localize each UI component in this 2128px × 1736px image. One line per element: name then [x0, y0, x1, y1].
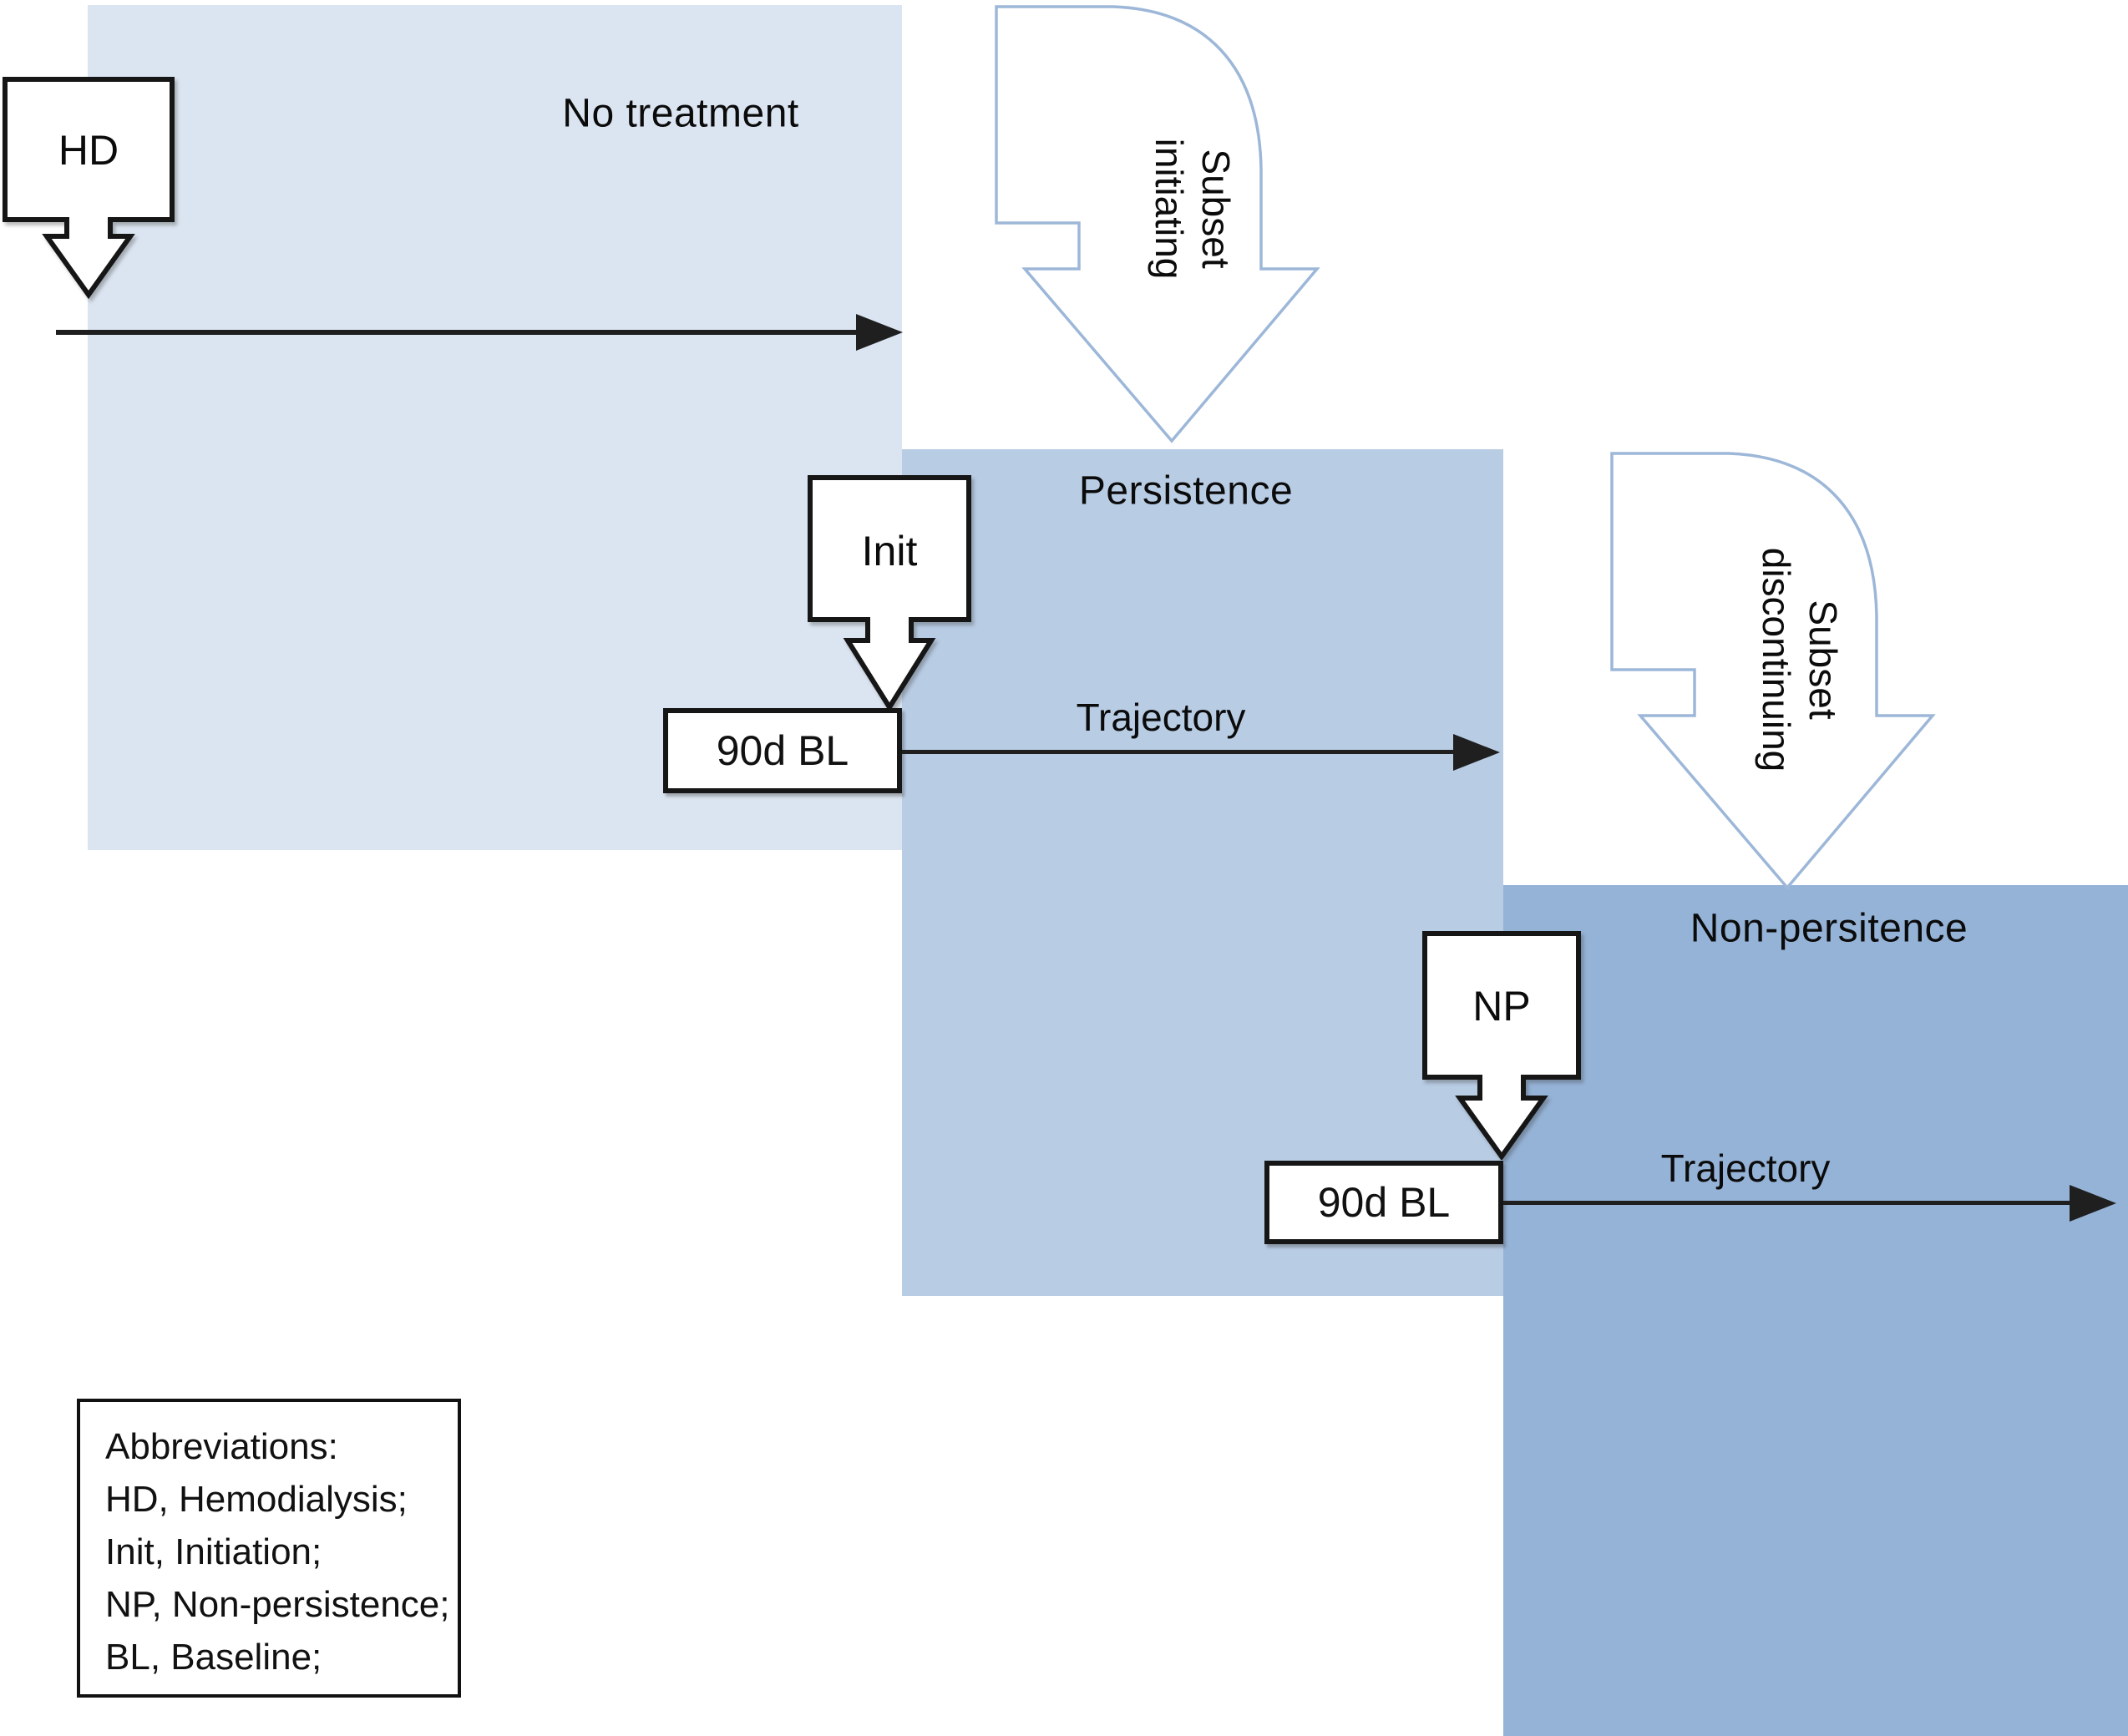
init-label: Init	[861, 528, 918, 574]
subset-discontinuing-arrow-icon	[1610, 452, 1936, 890]
region-non-persistence	[1503, 885, 2128, 1736]
abbreviation-item-bl: BL, Baseline;	[105, 1637, 322, 1678]
abbreviations-box: Abbreviations: HD, Hemodialysis; Init, I…	[77, 1399, 461, 1698]
trajectory-1-label: Trajectory	[1076, 696, 1246, 739]
abbreviation-item-np: NP, Non-persistence;	[105, 1584, 450, 1625]
down-arrow-callout-shape	[808, 475, 971, 711]
trajectory-2-line	[1503, 1201, 2070, 1205]
persistence-label: Persistence	[1078, 468, 1294, 514]
subset-initiating-label: Subset initiating	[1148, 138, 1238, 280]
trajectory-1-line	[902, 750, 1453, 754]
abbreviations-title: Abbreviations:	[105, 1426, 338, 1467]
init-callout	[808, 475, 971, 711]
abbreviation-item-init: Init, Initiation;	[105, 1531, 322, 1572]
trajectory-2-arrowhead-icon	[2070, 1185, 2116, 1222]
trajectory-1-arrowhead-icon	[1453, 734, 1500, 771]
hd-timeline-arrowhead-icon	[856, 314, 903, 351]
non-persistence-label: Non-persitence	[1690, 906, 1968, 951]
down-arrow-callout-shape	[1422, 931, 1581, 1160]
np-callout	[1422, 931, 1581, 1160]
hd-callout	[3, 77, 175, 299]
abbreviation-item-hd: HD, Hemodialysis;	[105, 1479, 408, 1520]
baseline-box-2: 90d BL	[1264, 1161, 1503, 1244]
baseline-box-1-label: 90d BL	[716, 727, 849, 774]
hd-label: HD	[58, 127, 119, 174]
down-arrow-callout-shape	[3, 77, 175, 299]
trajectory-2-label: Trajectory	[1660, 1146, 1831, 1190]
baseline-box-2-label: 90d BL	[1317, 1179, 1451, 1226]
hd-timeline-arrow-line	[56, 330, 856, 335]
subset-discontinuing-label: Subset discontinuing	[1755, 547, 1845, 772]
np-label: NP	[1472, 983, 1531, 1030]
no-treatment-label: No treatment	[562, 91, 799, 136]
subset-initiating-arrow-icon	[995, 5, 1320, 443]
region-persistence	[902, 449, 1503, 1296]
baseline-box-1: 90d BL	[663, 708, 902, 793]
